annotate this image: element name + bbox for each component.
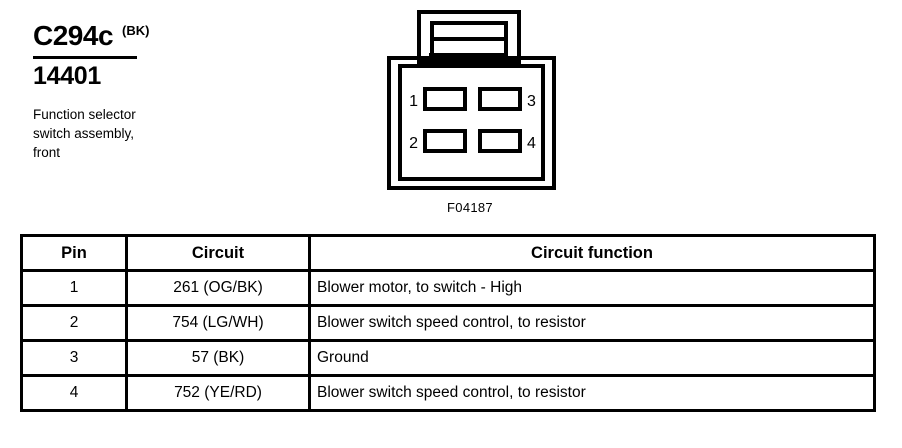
table-row: 4 752 (YE/RD) Blower switch speed contro…: [20, 374, 876, 412]
table-row: 3 57 (BK) Ground: [20, 339, 876, 377]
connector-outer-shell: [387, 56, 556, 190]
pin-label-1: 1: [409, 93, 418, 110]
table-header-row: Pin Circuit Circuit function: [20, 234, 876, 272]
cell-circuit: 261 (OG/BK): [125, 269, 311, 307]
column-header-pin: Pin: [20, 234, 128, 272]
part-number: 14401: [33, 62, 102, 90]
pin-cavity-2: [423, 129, 467, 153]
description-line-2: switch assembly,: [33, 126, 135, 142]
pin-table-container: Pin Circuit Circuit function 1 261 (OG/B…: [20, 234, 876, 412]
header-divider-rule: [33, 56, 137, 59]
pin-cavity-1: [423, 87, 467, 111]
pin-cavity-3: [478, 87, 522, 111]
column-header-circuit: Circuit: [125, 234, 311, 272]
pin-label-2: 2: [409, 135, 418, 152]
pin-label-4: 4: [527, 135, 536, 152]
connector-drawing: 1 3 2 4: [387, 10, 556, 190]
cell-circuit: 752 (YE/RD): [125, 374, 311, 412]
cell-pin: 3: [20, 339, 128, 377]
connector-description: Function selector switch assembly, front: [33, 105, 293, 162]
pin-cavity-4: [478, 129, 522, 153]
description-line-3: front: [33, 145, 61, 161]
cell-pin: 4: [20, 374, 128, 412]
cell-pin: 1: [20, 269, 128, 307]
connector-id: C294c: [33, 20, 114, 51]
cell-circuit-function: Blower motor, to switch - High: [308, 269, 876, 307]
cell-pin: 2: [20, 304, 128, 342]
pin-label-3: 3: [527, 93, 536, 110]
cell-circuit-function: Ground: [308, 339, 876, 377]
connector-inner-body: [398, 64, 545, 181]
cell-circuit: 57 (BK): [125, 339, 311, 377]
connector-id-row: C294c (BK): [33, 22, 293, 50]
connector-header-block: C294c (BK) 14401 Function selector switc…: [33, 22, 293, 162]
connector-diagram: 1 3 2 4 F04187: [375, 4, 565, 219]
table-row: 2 754 (LG/WH) Blower switch speed contro…: [20, 304, 876, 342]
table-row: 1 261 (OG/BK) Blower motor, to switch - …: [20, 269, 876, 307]
pin-assignment-table: Pin Circuit Circuit function 1 261 (OG/B…: [20, 234, 876, 412]
connector-color-code: (BK): [122, 23, 150, 38]
cell-circuit-function: Blower switch speed control, to resistor: [308, 304, 876, 342]
column-header-circuit-function: Circuit function: [308, 234, 876, 272]
figure-caption: F04187: [447, 200, 493, 215]
cell-circuit: 754 (LG/WH): [125, 304, 311, 342]
description-line-1: Function selector: [33, 107, 136, 122]
cell-circuit-function: Blower switch speed control, to resistor: [308, 374, 876, 412]
